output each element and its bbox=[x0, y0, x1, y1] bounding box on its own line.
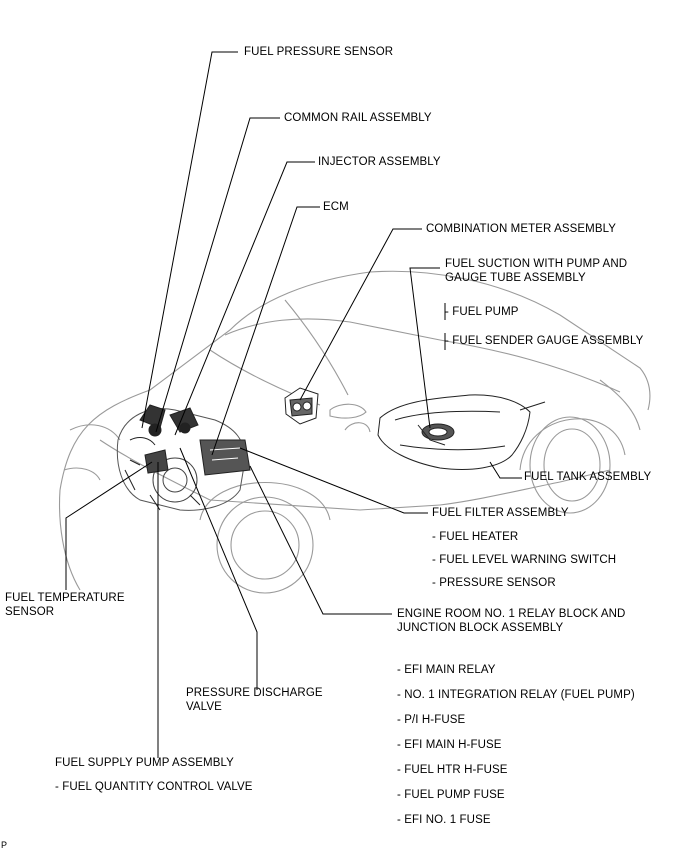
label-pi-hfuse: - P/I H-FUSE bbox=[397, 714, 466, 726]
label-common-rail-assembly: COMMON RAIL ASSEMBLY bbox=[284, 112, 432, 124]
label-integration-relay: - NO. 1 INTEGRATION RELAY (FUEL PUMP) bbox=[397, 689, 635, 701]
label-fuel-filter-assembly: FUEL FILTER ASSEMBLY bbox=[432, 507, 569, 519]
label-fuel-supply-pump-assembly: FUEL SUPPLY PUMP ASSEMBLY bbox=[55, 757, 234, 769]
label-fuel-heater: - FUEL HEATER bbox=[432, 531, 519, 543]
label-efi-main-hfuse: - EFI MAIN H-FUSE bbox=[397, 739, 502, 751]
label-fuel-temperature-sensor: FUEL TEMPERATURE SENSOR bbox=[5, 592, 125, 618]
label-fuel-htr-hfuse: - FUEL HTR H-FUSE bbox=[397, 764, 508, 776]
label-injector-assembly: INJECTOR ASSEMBLY bbox=[318, 156, 441, 168]
label-fuel-tank-assembly: FUEL TANK ASSEMBLY bbox=[524, 471, 652, 483]
label-combination-meter-assembly: COMBINATION METER ASSEMBLY bbox=[426, 223, 617, 235]
label-relay-block-assembly: ENGINE ROOM NO. 1 RELAY BLOCK AND JUNCTI… bbox=[397, 608, 626, 634]
corner-code: P bbox=[1, 840, 8, 850]
label-fuel-sender-gauge-assembly: - FUEL SENDER GAUGE ASSEMBLY bbox=[445, 335, 644, 347]
combination-meter bbox=[284, 387, 319, 425]
label-ecm: ECM bbox=[323, 201, 349, 213]
label-efi-no1-fuse: - EFI NO. 1 FUSE bbox=[397, 814, 491, 826]
label-fuel-level-warning-switch: - FUEL LEVEL WARNING SWITCH bbox=[432, 554, 617, 566]
engine-assembly bbox=[116, 404, 251, 511]
label-fuel-quantity-control-valve: - FUEL QUANTITY CONTROL VALVE bbox=[55, 781, 253, 793]
car-body bbox=[59, 270, 651, 594]
label-efi-main-relay: - EFI MAIN RELAY bbox=[397, 664, 496, 676]
fuel-tank bbox=[377, 394, 546, 470]
label-pressure-sensor: - PRESSURE SENSOR bbox=[432, 577, 556, 589]
label-fuel-pressure-sensor: FUEL PRESSURE SENSOR bbox=[244, 46, 394, 58]
label-fuel-pump: - FUEL PUMP bbox=[445, 306, 519, 318]
label-fuel-pump-fuse: - FUEL PUMP FUSE bbox=[397, 789, 505, 801]
label-fuel-suction-assembly: FUEL SUCTION WITH PUMP AND GAUGE TUBE AS… bbox=[445, 258, 628, 284]
label-pressure-discharge-valve: PRESSURE DISCHARGE VALVE bbox=[186, 687, 323, 713]
leader-lines bbox=[65, 51, 522, 758]
